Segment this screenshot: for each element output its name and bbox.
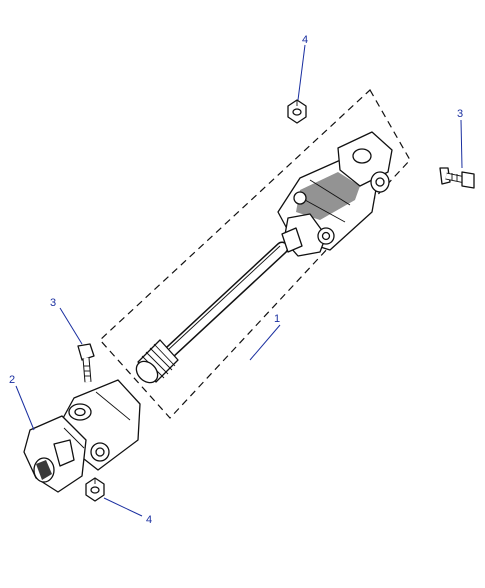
bolt-lower xyxy=(77,343,95,383)
upper-universal-joint xyxy=(277,131,393,257)
callout-4-lower-label: 4 xyxy=(146,514,152,526)
callout-4-upper: 4 xyxy=(297,34,308,101)
lower-universal-joint xyxy=(23,379,141,493)
callout-3-lower: 3 xyxy=(50,297,83,345)
callout-3-upper-label: 3 xyxy=(457,108,463,120)
callout-2: 2 xyxy=(9,374,35,431)
nut-upper xyxy=(287,99,307,124)
assembly-boundary xyxy=(99,89,411,419)
callout-1-label: 1 xyxy=(274,313,280,325)
steering-shaft-assembly xyxy=(135,131,393,384)
callout-3-lower-label: 3 xyxy=(50,297,56,309)
callout-1: 1 xyxy=(249,313,281,361)
callout-3-upper: 3 xyxy=(457,108,463,169)
callout-4-lower: 4 xyxy=(103,497,152,526)
bolt-upper xyxy=(439,167,475,189)
splined-end xyxy=(135,339,179,384)
shaft xyxy=(163,241,289,359)
callout-2-label: 2 xyxy=(9,374,15,386)
nut-lower xyxy=(85,477,105,502)
callout-4-upper-label: 4 xyxy=(302,34,308,46)
